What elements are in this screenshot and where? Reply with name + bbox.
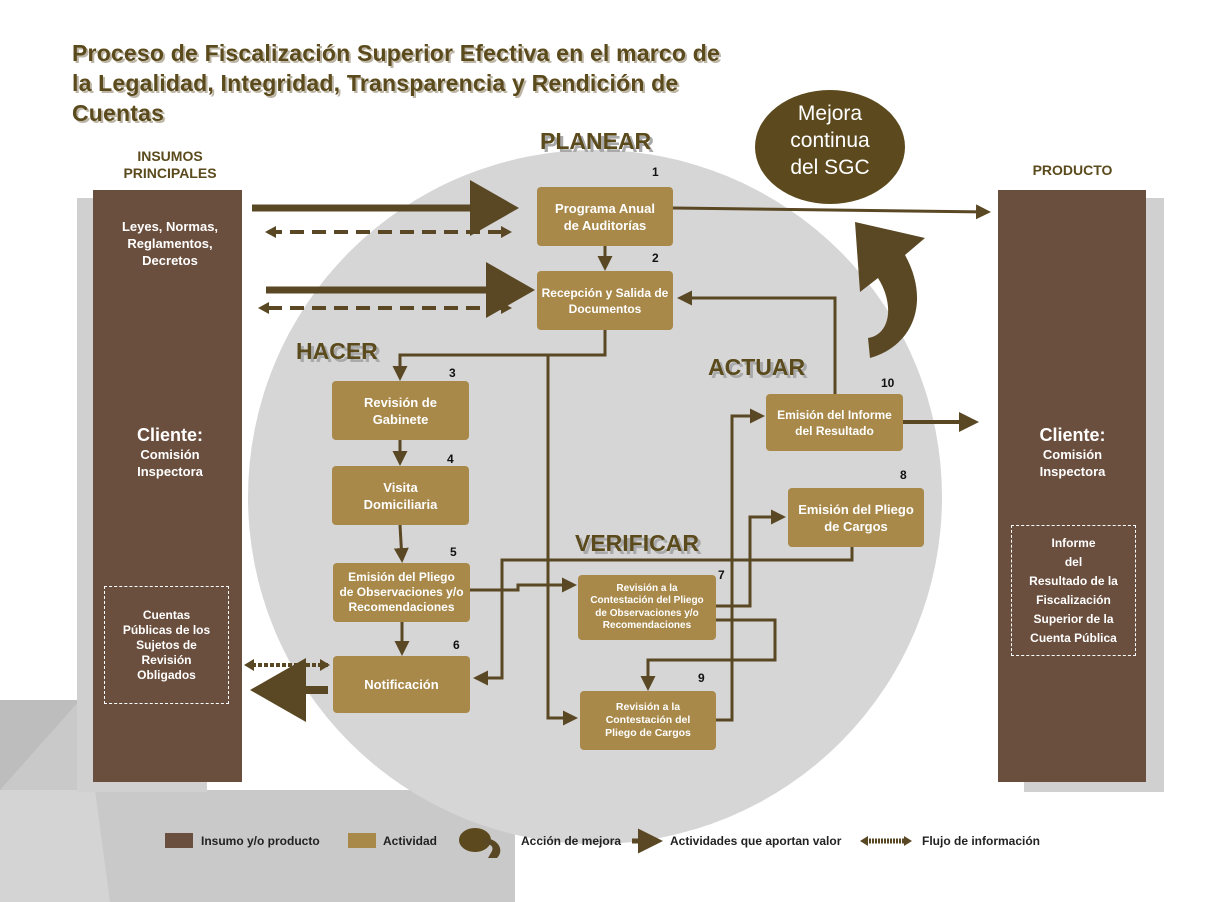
- legend-swatch-input: [165, 833, 193, 848]
- activity-6-notificacion[interactable]: Notificación: [333, 656, 470, 713]
- legend-input-product: Insumo y/o producto: [201, 834, 320, 848]
- activity-1-number: 1: [652, 165, 659, 179]
- legend-activity: Actividad: [383, 834, 438, 848]
- product-client: Cliente: Comisión Inspectora: [1039, 425, 1106, 479]
- mejora-ellipse: [755, 90, 905, 204]
- inputs-client: Cliente: Comisión Inspectora: [136, 425, 203, 479]
- inputs-column: [93, 190, 242, 782]
- bg-shape-bottom-left-light: [0, 790, 110, 902]
- page-title: Proceso de Fiscalización Superior Efecti…: [72, 40, 720, 126]
- inputs-public-accounts: Cuentas Públicas de los Sujetos de Revis…: [104, 586, 229, 704]
- legend-info-flow: Flujo de información: [922, 834, 1041, 848]
- activity-9-number: 9: [698, 671, 705, 685]
- legend-improvement: Acción de mejora: [521, 834, 622, 848]
- activity-4-number: 4: [447, 452, 454, 466]
- product-header: PRODUCTO: [1032, 162, 1113, 178]
- legend-value-activities: Actividades que aportan valor: [670, 834, 842, 848]
- phase-planear: PLANEAR: [540, 128, 652, 154]
- activity-2-number: 2: [652, 251, 659, 265]
- legend-improvement-ellipse: [459, 828, 491, 852]
- bg-shape-bottom-left-dark: [0, 700, 80, 790]
- activity-7-number: 7: [718, 568, 725, 582]
- arrow-1-to-product: [672, 204, 991, 220]
- bg-shape-bottom-left: [0, 700, 515, 902]
- legend-swatch-activity: [348, 833, 376, 848]
- improvement-arrow: [855, 222, 925, 358]
- mejora-continua-label: Mejora continua del SGC: [790, 102, 870, 179]
- product-column: [998, 190, 1146, 782]
- phase-actuar: ACTUAR: [708, 354, 806, 380]
- phase-hacer: HACER: [296, 338, 378, 364]
- inputs-laws: Leyes, Normas, Reglamentos, Decretos: [121, 219, 219, 268]
- phase-verificar: VERIFICAR: [575, 530, 699, 556]
- product-report: Informe del Resultado de la Fiscalizació…: [1011, 525, 1136, 656]
- activity-3-number: 3: [449, 366, 456, 380]
- inputs-header: INSUMOS PRINCIPALES: [123, 148, 217, 181]
- activity-6-number: 6: [453, 638, 460, 652]
- activity-10-number: 10: [881, 376, 895, 390]
- activity-5-number: 5: [450, 545, 457, 559]
- activity-8-number: 8: [900, 468, 907, 482]
- legend-improvement-arrow: [483, 838, 501, 858]
